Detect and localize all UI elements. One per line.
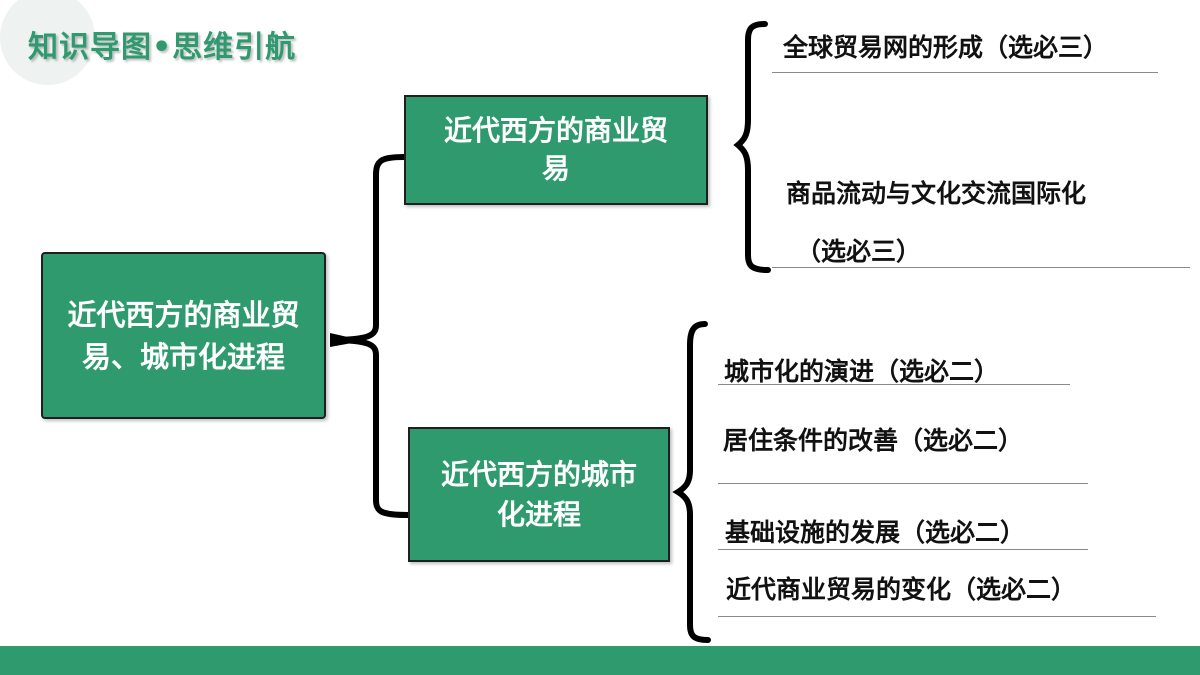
leaf-item: 全球贸易网的形成（选必三） [783, 33, 1109, 62]
leaf-underline [718, 549, 1088, 550]
leaf-underline [772, 267, 1190, 268]
footer-bar [0, 646, 1200, 675]
branch-1-brace [733, 21, 771, 273]
branch-label: 近代西方的城市化进程 [440, 457, 637, 531]
branch-node-commerce: 近代西方的商业贸易 [404, 95, 708, 205]
leaf-item: 城市化的演进（选必二） [724, 357, 1000, 386]
leaf-underline [718, 616, 1156, 617]
leaf-item: 基础设施的发展（选必二） [725, 518, 1026, 547]
leaf-underline [718, 384, 1070, 385]
leaf-item: 近代商业贸易的变化（选必二） [726, 575, 1077, 604]
leaf-item: 居住条件的改善（选必二） [723, 426, 1024, 455]
leaf-underline [772, 72, 1158, 73]
leaf-underline [718, 483, 1088, 484]
branch-label: 近代西方的商业贸易 [443, 114, 668, 185]
root-bracket-point [330, 333, 352, 347]
leaf-item: 商品流动与文化交流国际化 [786, 179, 1087, 208]
branch-node-urbanization: 近代西方的城市化进程 [408, 427, 670, 562]
root-label: 近代西方的商业贸易、城市化进程 [67, 297, 300, 374]
title-decoration [0, 0, 95, 85]
leaf-item-continued: （选必三） [796, 237, 922, 266]
root-node: 近代西方的商业贸易、城市化进程 [41, 252, 326, 419]
page-title: 知识导图•思维引航 [28, 30, 297, 65]
branch-2-brace [672, 321, 711, 643]
